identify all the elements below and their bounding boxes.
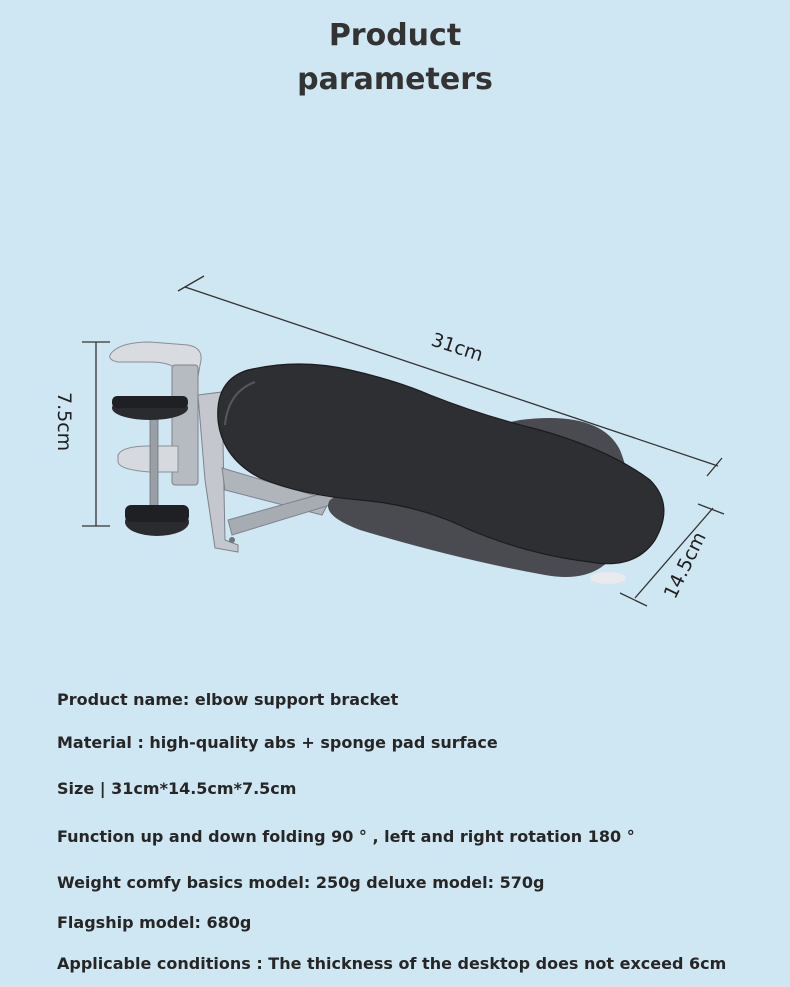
spec-flagship: Flagship model: 680g: [57, 913, 252, 932]
height-dimension: [82, 341, 110, 527]
spec-function: Function up and down folding 90 ° , left…: [57, 827, 635, 846]
pad-top: [217, 363, 665, 565]
length-label: 31cm: [428, 329, 485, 366]
spec-size: Size | 31cm*14.5cm*7.5cm: [57, 779, 297, 798]
page-title: Product parameters: [0, 14, 790, 102]
title-line-1: Product: [328, 18, 462, 53]
spec-product-name: Product name: elbow support bracket: [57, 690, 399, 709]
pad-base: [328, 418, 630, 577]
height-label: 7.5cm: [53, 392, 75, 451]
title-line-2: parameters: [297, 62, 493, 97]
spec-material: Material : high-quality abs + sponge pad…: [57, 733, 498, 752]
width-label: 14.5cm: [660, 528, 711, 602]
spec-weight: Weight comfy basics model: 250g deluxe m…: [57, 873, 545, 892]
spec-conditions: Applicable conditions : The thickness of…: [57, 954, 727, 973]
width-dimension: [619, 503, 725, 607]
clamp-bracket: [109, 341, 341, 553]
length-dimension: [177, 275, 723, 477]
